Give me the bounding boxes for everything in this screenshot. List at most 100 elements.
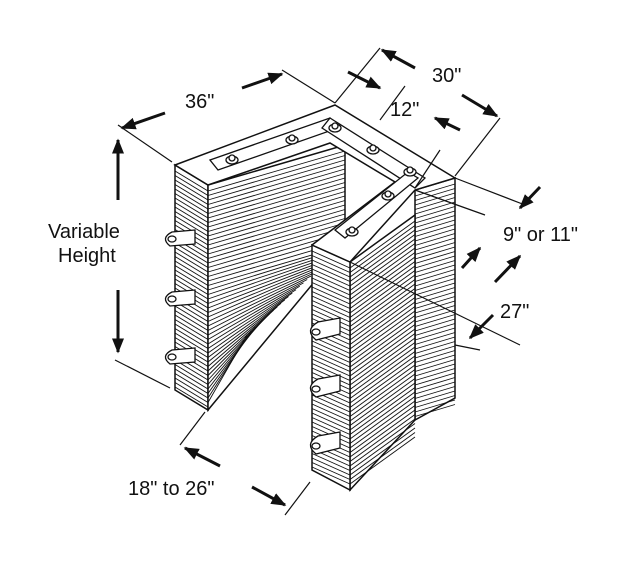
panel-line <box>311 304 351 323</box>
panel-line <box>349 234 416 282</box>
panel-line <box>414 350 456 363</box>
panel-line <box>349 369 416 417</box>
lifting-lug <box>309 317 341 341</box>
panel-line <box>174 323 209 345</box>
panel-line <box>174 170 209 192</box>
bolt <box>381 190 395 201</box>
panel-line <box>311 340 351 359</box>
panel-line <box>174 179 209 201</box>
panel-line <box>311 354 351 372</box>
panel-line <box>414 273 456 287</box>
panel-line <box>349 391 416 440</box>
panel-line <box>349 265 416 314</box>
panel-line <box>311 268 351 287</box>
panel-line <box>414 246 456 260</box>
panel-line <box>414 192 456 206</box>
panel-line <box>207 323 260 390</box>
bolt <box>225 154 239 165</box>
panel-line <box>174 265 209 286</box>
panel-line <box>414 282 456 296</box>
panel-line <box>174 215 209 237</box>
panel-line <box>207 262 327 309</box>
panel-line <box>207 150 346 192</box>
panel-line <box>207 268 319 318</box>
panel-line <box>349 373 416 422</box>
panel-line <box>174 305 209 327</box>
panel-line <box>414 305 456 318</box>
panel-line <box>414 377 456 390</box>
panel-line <box>349 297 416 345</box>
panel-line <box>174 188 209 210</box>
panel-line <box>174 368 209 390</box>
panel-line <box>349 301 416 350</box>
panel-line <box>349 279 416 327</box>
panel-line <box>207 159 346 201</box>
panel-line <box>414 251 456 264</box>
label-variable: Variable <box>48 221 120 243</box>
panel-line <box>207 285 300 340</box>
label-12: 12" <box>390 99 419 121</box>
panel-line <box>414 264 456 278</box>
panel-line <box>349 319 416 368</box>
lifting-lug <box>164 229 196 247</box>
panel-line <box>311 277 351 296</box>
panel-line <box>414 336 456 350</box>
arrow-thickness-top <box>518 185 542 210</box>
panel-line <box>207 296 289 354</box>
panel-line <box>311 417 351 435</box>
panel-line <box>207 272 315 322</box>
bolt <box>285 134 299 145</box>
panel-line <box>349 418 416 467</box>
panel-line <box>414 228 456 242</box>
panel-line <box>349 292 416 341</box>
panel-line <box>311 403 351 422</box>
panel-line <box>207 275 312 327</box>
panel-line <box>414 224 456 237</box>
panel-line <box>174 377 209 399</box>
left-wing-long-face <box>207 143 346 413</box>
panel-line <box>349 252 416 300</box>
panel-line <box>311 412 351 431</box>
panel-line <box>349 364 416 413</box>
panel-line <box>174 193 209 214</box>
panel-line <box>349 247 416 296</box>
bolt <box>403 166 417 177</box>
panel-line <box>311 264 351 282</box>
arrow-36-left <box>120 111 166 130</box>
panel-line <box>311 462 351 480</box>
panel-line <box>414 278 456 291</box>
panel-line <box>349 274 416 323</box>
bolt <box>328 122 342 133</box>
panel-line <box>174 319 209 340</box>
panel-line <box>174 251 209 273</box>
panel-line <box>414 327 456 341</box>
panel-line <box>311 295 351 314</box>
panel-line <box>207 177 346 219</box>
panel-line <box>174 211 209 232</box>
panel-line <box>311 358 351 377</box>
panel-line <box>174 278 209 300</box>
back-wing-face <box>414 176 456 422</box>
panel-line <box>414 188 456 201</box>
panel-line <box>174 256 209 277</box>
arrow-27-bottom <box>468 313 495 340</box>
panel-line <box>414 318 456 332</box>
panel-line <box>174 247 209 268</box>
panel-line <box>311 421 351 440</box>
label-27: 27" <box>500 301 529 323</box>
panel-line <box>311 453 351 471</box>
panel-line <box>349 409 416 458</box>
panel-line <box>207 265 323 313</box>
panel-line <box>349 432 416 480</box>
panel-line <box>349 423 416 471</box>
dimension-lines <box>114 47 526 516</box>
panel-line <box>414 345 456 359</box>
panel-line <box>414 395 456 408</box>
right-wing-inner-face <box>349 213 416 492</box>
panel-line <box>349 355 416 404</box>
panel-line <box>349 270 416 318</box>
panel-line <box>414 219 456 233</box>
panel-line <box>174 175 209 196</box>
arrow-30-right <box>461 93 499 118</box>
panel-line <box>174 314 209 336</box>
